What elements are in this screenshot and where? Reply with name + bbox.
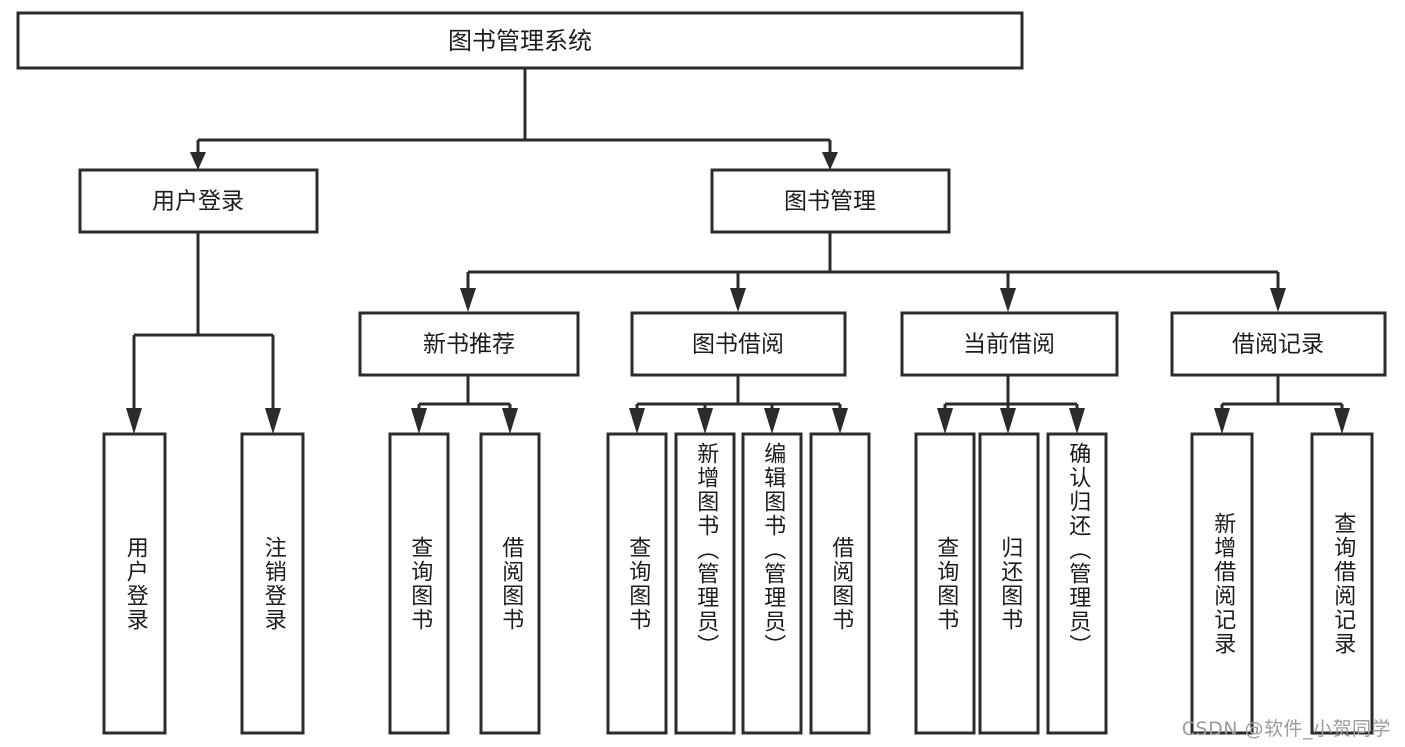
node-user-login[interactable]: 用户登录 xyxy=(78,168,319,234)
node-book-management-label: 图书管理 xyxy=(784,189,876,215)
arrow-head-icon xyxy=(730,288,746,312)
leaf-box-user-login[interactable] xyxy=(102,432,167,735)
node-new-book-recommend-box[interactable] xyxy=(358,311,580,377)
arrow-head-icon xyxy=(502,408,518,434)
leaf-box-borrow-book-new[interactable] xyxy=(479,432,541,735)
node-book-management[interactable]: 图书管理 xyxy=(710,168,951,234)
arrow-head-icon xyxy=(697,408,713,434)
leaf-box-confirm-return-admin[interactable] xyxy=(1046,432,1108,735)
node-current-borrow[interactable]: 当前借阅 xyxy=(900,311,1119,377)
arrow-head-icon xyxy=(460,288,476,312)
leaf-box-query-record[interactable] xyxy=(1310,432,1374,735)
node-borrow-records-label: 借阅记录 xyxy=(1232,332,1324,358)
node-user-login-label: 用户登录 xyxy=(152,189,244,215)
arrow-head-icon xyxy=(1000,288,1016,312)
arrow-head-icon xyxy=(1000,408,1016,434)
arrow-head-icon xyxy=(1270,288,1286,312)
node-new-book-recommend-label: 新书推荐 xyxy=(423,332,515,358)
arrow-head-icon xyxy=(265,408,281,434)
node-borrow-records[interactable]: 借阅记录 xyxy=(1170,311,1387,377)
node-book-borrow-box[interactable] xyxy=(630,311,847,377)
arrow-head-icon xyxy=(822,152,838,170)
node-book-borrow-label: 图书借阅 xyxy=(692,332,784,358)
node-new-book-recommend[interactable]: 新书推荐 xyxy=(358,311,580,377)
leaf-box-layer xyxy=(102,432,1374,735)
connector-layer xyxy=(126,68,1350,434)
leaf-box-query-book-borrow[interactable] xyxy=(606,432,668,735)
node-root-box[interactable] xyxy=(16,11,1024,70)
node-root[interactable]: 图书管理系统 xyxy=(16,11,1024,70)
node-root-label: 图书管理系统 xyxy=(448,27,592,55)
arrow-head-icon xyxy=(1334,408,1350,434)
node-current-borrow-box[interactable] xyxy=(900,311,1119,377)
watermark-text: CSDN @软件_小贺同学 xyxy=(1181,718,1391,740)
leaf-box-edit-book-admin[interactable] xyxy=(741,432,803,735)
node-book-borrow[interactable]: 图书借阅 xyxy=(630,311,847,377)
leaf-box-add-book-admin[interactable] xyxy=(674,432,736,735)
arrow-head-icon xyxy=(1069,408,1085,434)
arrow-head-icon xyxy=(1214,408,1230,434)
leaf-box-add-record[interactable] xyxy=(1190,432,1254,735)
leaf-box-query-book-current[interactable] xyxy=(914,432,976,735)
node-current-borrow-label: 当前借阅 xyxy=(963,332,1055,358)
leaf-box-borrow-book[interactable] xyxy=(809,432,871,735)
arrow-head-icon xyxy=(937,408,953,434)
arrow-head-icon xyxy=(832,408,848,434)
leaf-box-logout[interactable] xyxy=(240,432,305,735)
leaf-box-query-book-new[interactable] xyxy=(388,432,450,735)
arrow-head-icon xyxy=(764,408,780,434)
node-user-login-box[interactable] xyxy=(78,168,319,234)
arrow-head-icon xyxy=(629,408,645,434)
arrow-head-icon xyxy=(411,408,427,434)
arrow-head-icon xyxy=(126,408,142,434)
leaf-box-return-book[interactable] xyxy=(978,432,1040,735)
node-borrow-records-box[interactable] xyxy=(1170,311,1387,377)
arrow-head-icon xyxy=(190,152,206,170)
node-book-management-box[interactable] xyxy=(710,168,951,234)
